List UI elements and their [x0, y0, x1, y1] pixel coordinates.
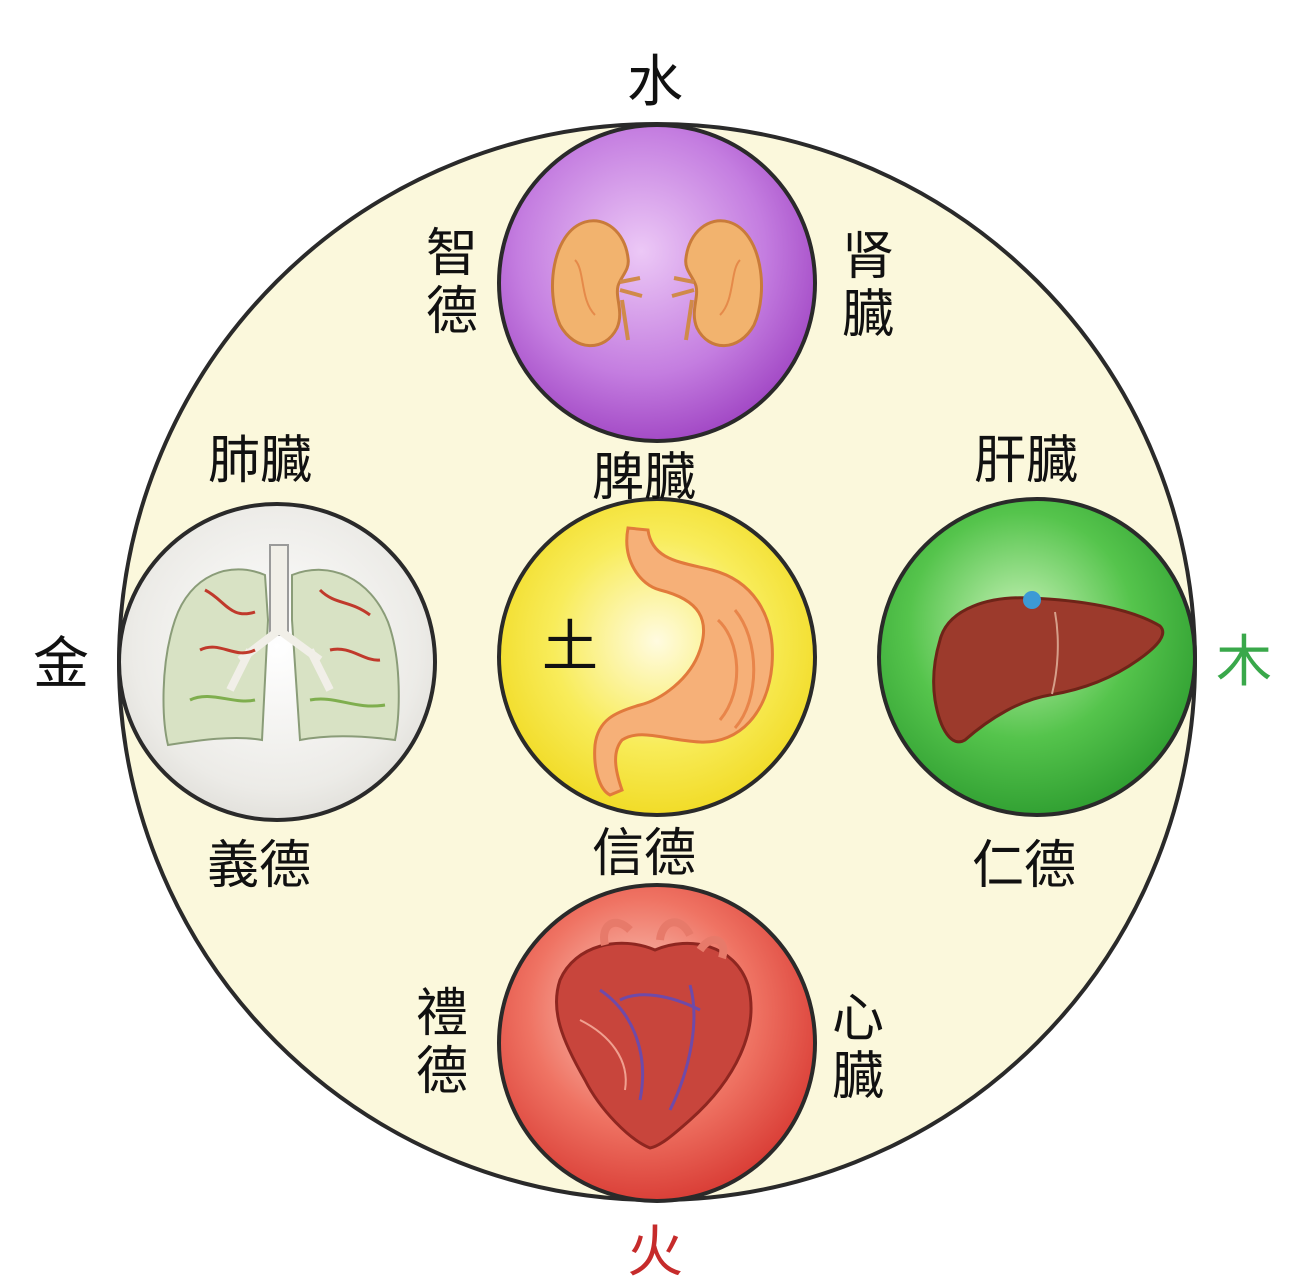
- organ-label-kidney: 肾臓: [841, 227, 894, 346]
- element-label-water: 水: [627, 50, 683, 115]
- virtue-label-propriety: 禮德: [415, 984, 468, 1103]
- water-circle: [497, 123, 817, 443]
- virtue-label-wisdom: 智德: [425, 224, 478, 343]
- virtue-label-benevolence: 仁德: [972, 836, 1077, 896]
- liver-icon: [932, 591, 1165, 744]
- fire-circle: [497, 883, 817, 1203]
- kidneys-icon: [550, 219, 764, 348]
- organ-label-liver: 肝臓: [974, 431, 1079, 491]
- stomach-icon: [593, 526, 774, 797]
- wood-circle: [877, 497, 1197, 817]
- earth-circle: [497, 497, 817, 817]
- organ-label-spleen: 脾臓: [592, 448, 697, 508]
- metal-circle: [117, 502, 437, 822]
- organ-label-heart: 心臓: [831, 989, 884, 1108]
- organ-label-lung: 肺臓: [208, 431, 313, 491]
- heart-icon: [555, 918, 753, 1150]
- virtue-label-faith: 信德: [592, 824, 697, 884]
- element-label-earth: 土: [542, 615, 598, 680]
- virtue-label-righteousness: 義德: [207, 836, 312, 896]
- element-label-fire: 火: [627, 1220, 683, 1285]
- lungs-icon: [162, 544, 400, 747]
- element-label-metal: 金: [33, 632, 89, 697]
- element-label-wood: 木: [1216, 630, 1272, 695]
